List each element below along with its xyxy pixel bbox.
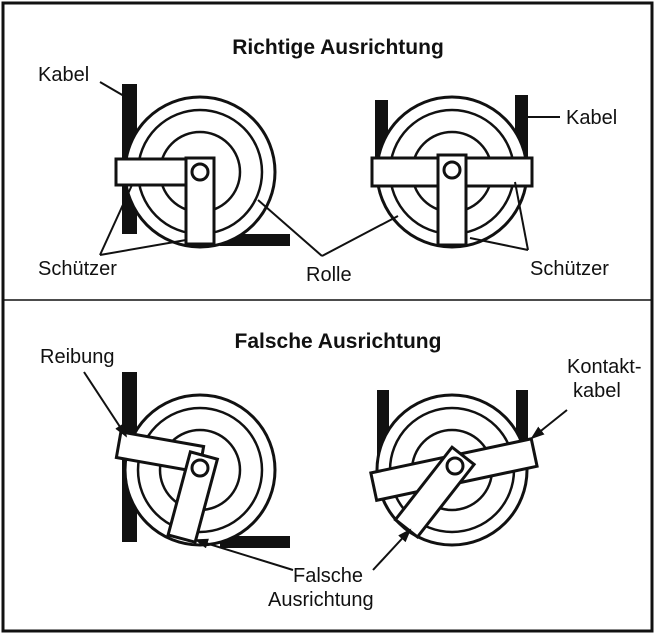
arrow-falsche-left xyxy=(194,538,294,571)
pulley-wrong-right xyxy=(369,390,539,547)
leader-schuetzer-right-2 xyxy=(514,181,529,251)
label-reibung: Reibung xyxy=(40,346,115,368)
axle xyxy=(445,456,465,476)
arrow-falsche-right xyxy=(372,528,412,571)
leader-rolle-left xyxy=(257,199,323,257)
leader-rolle-right xyxy=(321,215,399,257)
pulley-wrong-left xyxy=(114,372,290,548)
leader-schuetzer-left-2 xyxy=(99,239,187,256)
label-rolle: Rolle xyxy=(306,264,352,286)
pulley-correct-right xyxy=(370,95,534,249)
arrow-kontaktkabel xyxy=(530,409,568,440)
leader-kabel-left xyxy=(99,81,125,97)
leader-schuetzer-right-1 xyxy=(469,237,529,251)
pulley-correct-left xyxy=(114,84,290,249)
axle xyxy=(442,160,462,180)
label-kabel-left: Kabel xyxy=(38,64,89,86)
cable-horizontal xyxy=(220,536,290,548)
label-kabel-right: Kabel xyxy=(566,107,617,129)
title-correct: Richtige Ausrichtung xyxy=(232,36,444,59)
axle xyxy=(190,162,210,182)
label-falsche-line2: Ausrichtung xyxy=(268,589,374,611)
label-falsche-line1: Falsche xyxy=(293,565,363,587)
arrow-reibung xyxy=(83,371,128,438)
label-schuetzer-right: Schützer xyxy=(530,258,609,280)
label-schuetzer-left: Schützer xyxy=(38,258,117,280)
title-wrong: Falsche Ausrichtung xyxy=(235,330,442,353)
label-kontakt-line1: Kontakt- xyxy=(567,356,641,378)
axle xyxy=(190,458,210,478)
pulley-inner-rim xyxy=(136,406,264,534)
leader-schuetzer-left-1 xyxy=(99,184,133,256)
label-kontakt-line2: kabel xyxy=(573,380,621,402)
